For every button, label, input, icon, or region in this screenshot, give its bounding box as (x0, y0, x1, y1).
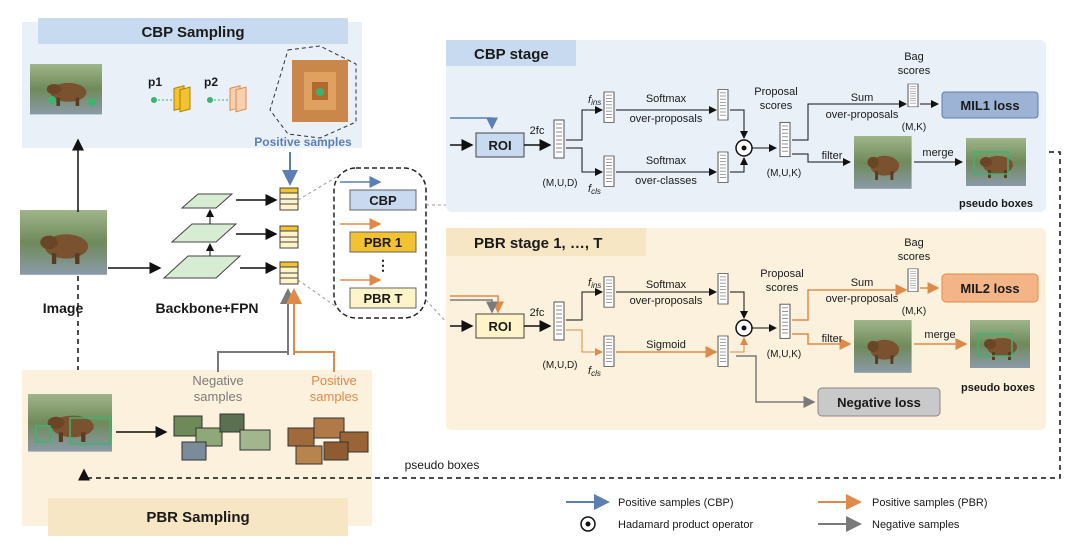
cbp-muk: (M,U,K) (767, 168, 801, 179)
pbr-filter: filter (822, 333, 843, 345)
cbp-bag-scores-2: scores (898, 65, 931, 77)
pbr-mk: (M,K) (902, 306, 926, 317)
cbp-roi-label: ROI (488, 138, 511, 153)
cbp-roi (475, 132, 525, 158)
pbr-sigmoid: Sigmoid (646, 339, 686, 351)
image-label: Image (43, 300, 84, 316)
legend-pos-cbp: Positive samples (CBP) (618, 497, 734, 509)
negative-loss-label: Negative loss (837, 395, 921, 410)
cbp-proposal-scores-2: scores (760, 100, 793, 112)
mil1-loss (941, 91, 1039, 119)
pbr-filter-image (854, 320, 912, 373)
negative-sample-crops (173, 413, 271, 461)
cbp-head (349, 189, 417, 211)
mil2-loss-label: MIL2 loss (960, 281, 1019, 296)
cbp-sampling-panel: CBP Sampling p1 p2 Positive samples (22, 18, 362, 149)
pbr-f-cls: fcls (588, 365, 601, 378)
cbp-merged-image (966, 138, 1026, 186)
pbr-proposal-scores-2: scores (766, 282, 799, 294)
pbr1-head-label: PBR 1 (364, 235, 402, 250)
negative-samples-label-1: Negative (192, 373, 243, 388)
pbr-sum-2: over-proposals (826, 293, 899, 305)
pbrT-head-label: PBR T (364, 291, 403, 306)
cbp-head-label: CBP (369, 193, 397, 208)
cbp-softmax-prop-2: over-proposals (630, 113, 703, 125)
legend-hadamard: Hadamard product operator (618, 519, 753, 531)
pbr-f-ins: fins (588, 277, 601, 290)
cbp-filter: filter (822, 150, 843, 162)
cbp-stage-panel: CBP stage ROI 2fc (M,U,D) fins fcls Soft… (446, 40, 1046, 212)
heads-ellipsis: ⋮ (376, 257, 390, 273)
pbr-sampling-panel: Negative samples Positive samples pseudo… (22, 351, 480, 536)
backbone-label: Backbone+FPN (155, 300, 258, 316)
cbp-sample-image (30, 64, 102, 115)
legend-pos-pbr: Positive samples (PBR) (872, 497, 988, 509)
pbr-merge: merge (924, 329, 955, 341)
positive-samples-label-1: Positive (311, 373, 357, 388)
positive-sample-crops (287, 417, 369, 465)
pbr-softmax-prop-1: Softmax (646, 279, 687, 291)
negative-loss (817, 387, 941, 417)
legend: Positive samples (CBP) Hadamard product … (566, 494, 988, 532)
cbp-merge: merge (922, 147, 953, 159)
cbp-mk: (M,K) (902, 122, 926, 133)
pbr-proposal-scores-1: Proposal (760, 268, 803, 280)
negative-samples-label-2: samples (194, 389, 243, 404)
heads-group: CBP PBR 1 ⋮ PBR T (333, 167, 451, 327)
cbp-sum-2: over-proposals (826, 109, 899, 121)
cbp-softmax-cls-2: over-classes (635, 175, 697, 187)
mil2-loss (941, 273, 1039, 303)
pbr-softmax-prop-2: over-proposals (630, 295, 703, 307)
pbr-bag-scores-1: Bag (904, 237, 924, 249)
pbr-sampling-title: PBR Sampling (146, 509, 249, 526)
pbr-bag-scores-2: scores (898, 251, 931, 263)
pbr-mud: (M,U,D) (543, 360, 578, 371)
pbr-roi-label: ROI (488, 319, 511, 334)
cbp-filter-image (854, 136, 912, 189)
backbone-section: Image Backbone+FPN (20, 138, 339, 394)
p2-label: p2 (204, 75, 218, 89)
cbp-proposal-scores-1: Proposal (754, 86, 797, 98)
pseudo-box-feedback-line (78, 151, 1061, 481)
positive-samples-label-2: samples (310, 389, 359, 404)
pbr-muk: (M,U,K) (767, 349, 801, 360)
pbr-sampling-pseudo-boxes: pseudo boxes (405, 458, 480, 472)
cbp-f-ins: fins (588, 94, 601, 107)
cbp-2fc: 2fc (530, 125, 545, 137)
pbr-sum-1: Sum (851, 277, 874, 289)
cbp-mud: (M,U,D) (543, 178, 578, 189)
legend-negative: Negative samples (872, 519, 960, 531)
cbp-stage-title: CBP stage (474, 46, 549, 63)
pbr-stage-title: PBR stage 1, …, T (474, 235, 602, 252)
pbr-2fc: 2fc (530, 307, 545, 319)
cbp-sum-1: Sum (851, 92, 874, 104)
pbr-stage-panel: PBR stage 1, …, T ROI 2fc (M,U,D) fins f… (446, 228, 1046, 430)
mil1-loss-label: MIL1 loss (960, 98, 1019, 113)
input-image (20, 210, 107, 275)
cbp-sampling-title: CBP Sampling (141, 24, 244, 41)
pbr1-head (349, 231, 417, 253)
p1-label: p1 (148, 75, 162, 89)
cbp-pseudo-boxes: pseudo boxes (959, 198, 1033, 210)
positive-samples-label: Positive samples (254, 135, 352, 149)
cbp-f-cls: fcls (588, 183, 601, 196)
cbp-bag-scores-1: Bag (904, 51, 924, 63)
pbr-merged-image (970, 320, 1030, 368)
pbr-pseudo-boxes: pseudo boxes (961, 382, 1035, 394)
cbp-softmax-cls-1: Softmax (646, 155, 687, 167)
pbrT-head (349, 287, 417, 309)
cbp-softmax-prop-1: Softmax (646, 93, 687, 105)
